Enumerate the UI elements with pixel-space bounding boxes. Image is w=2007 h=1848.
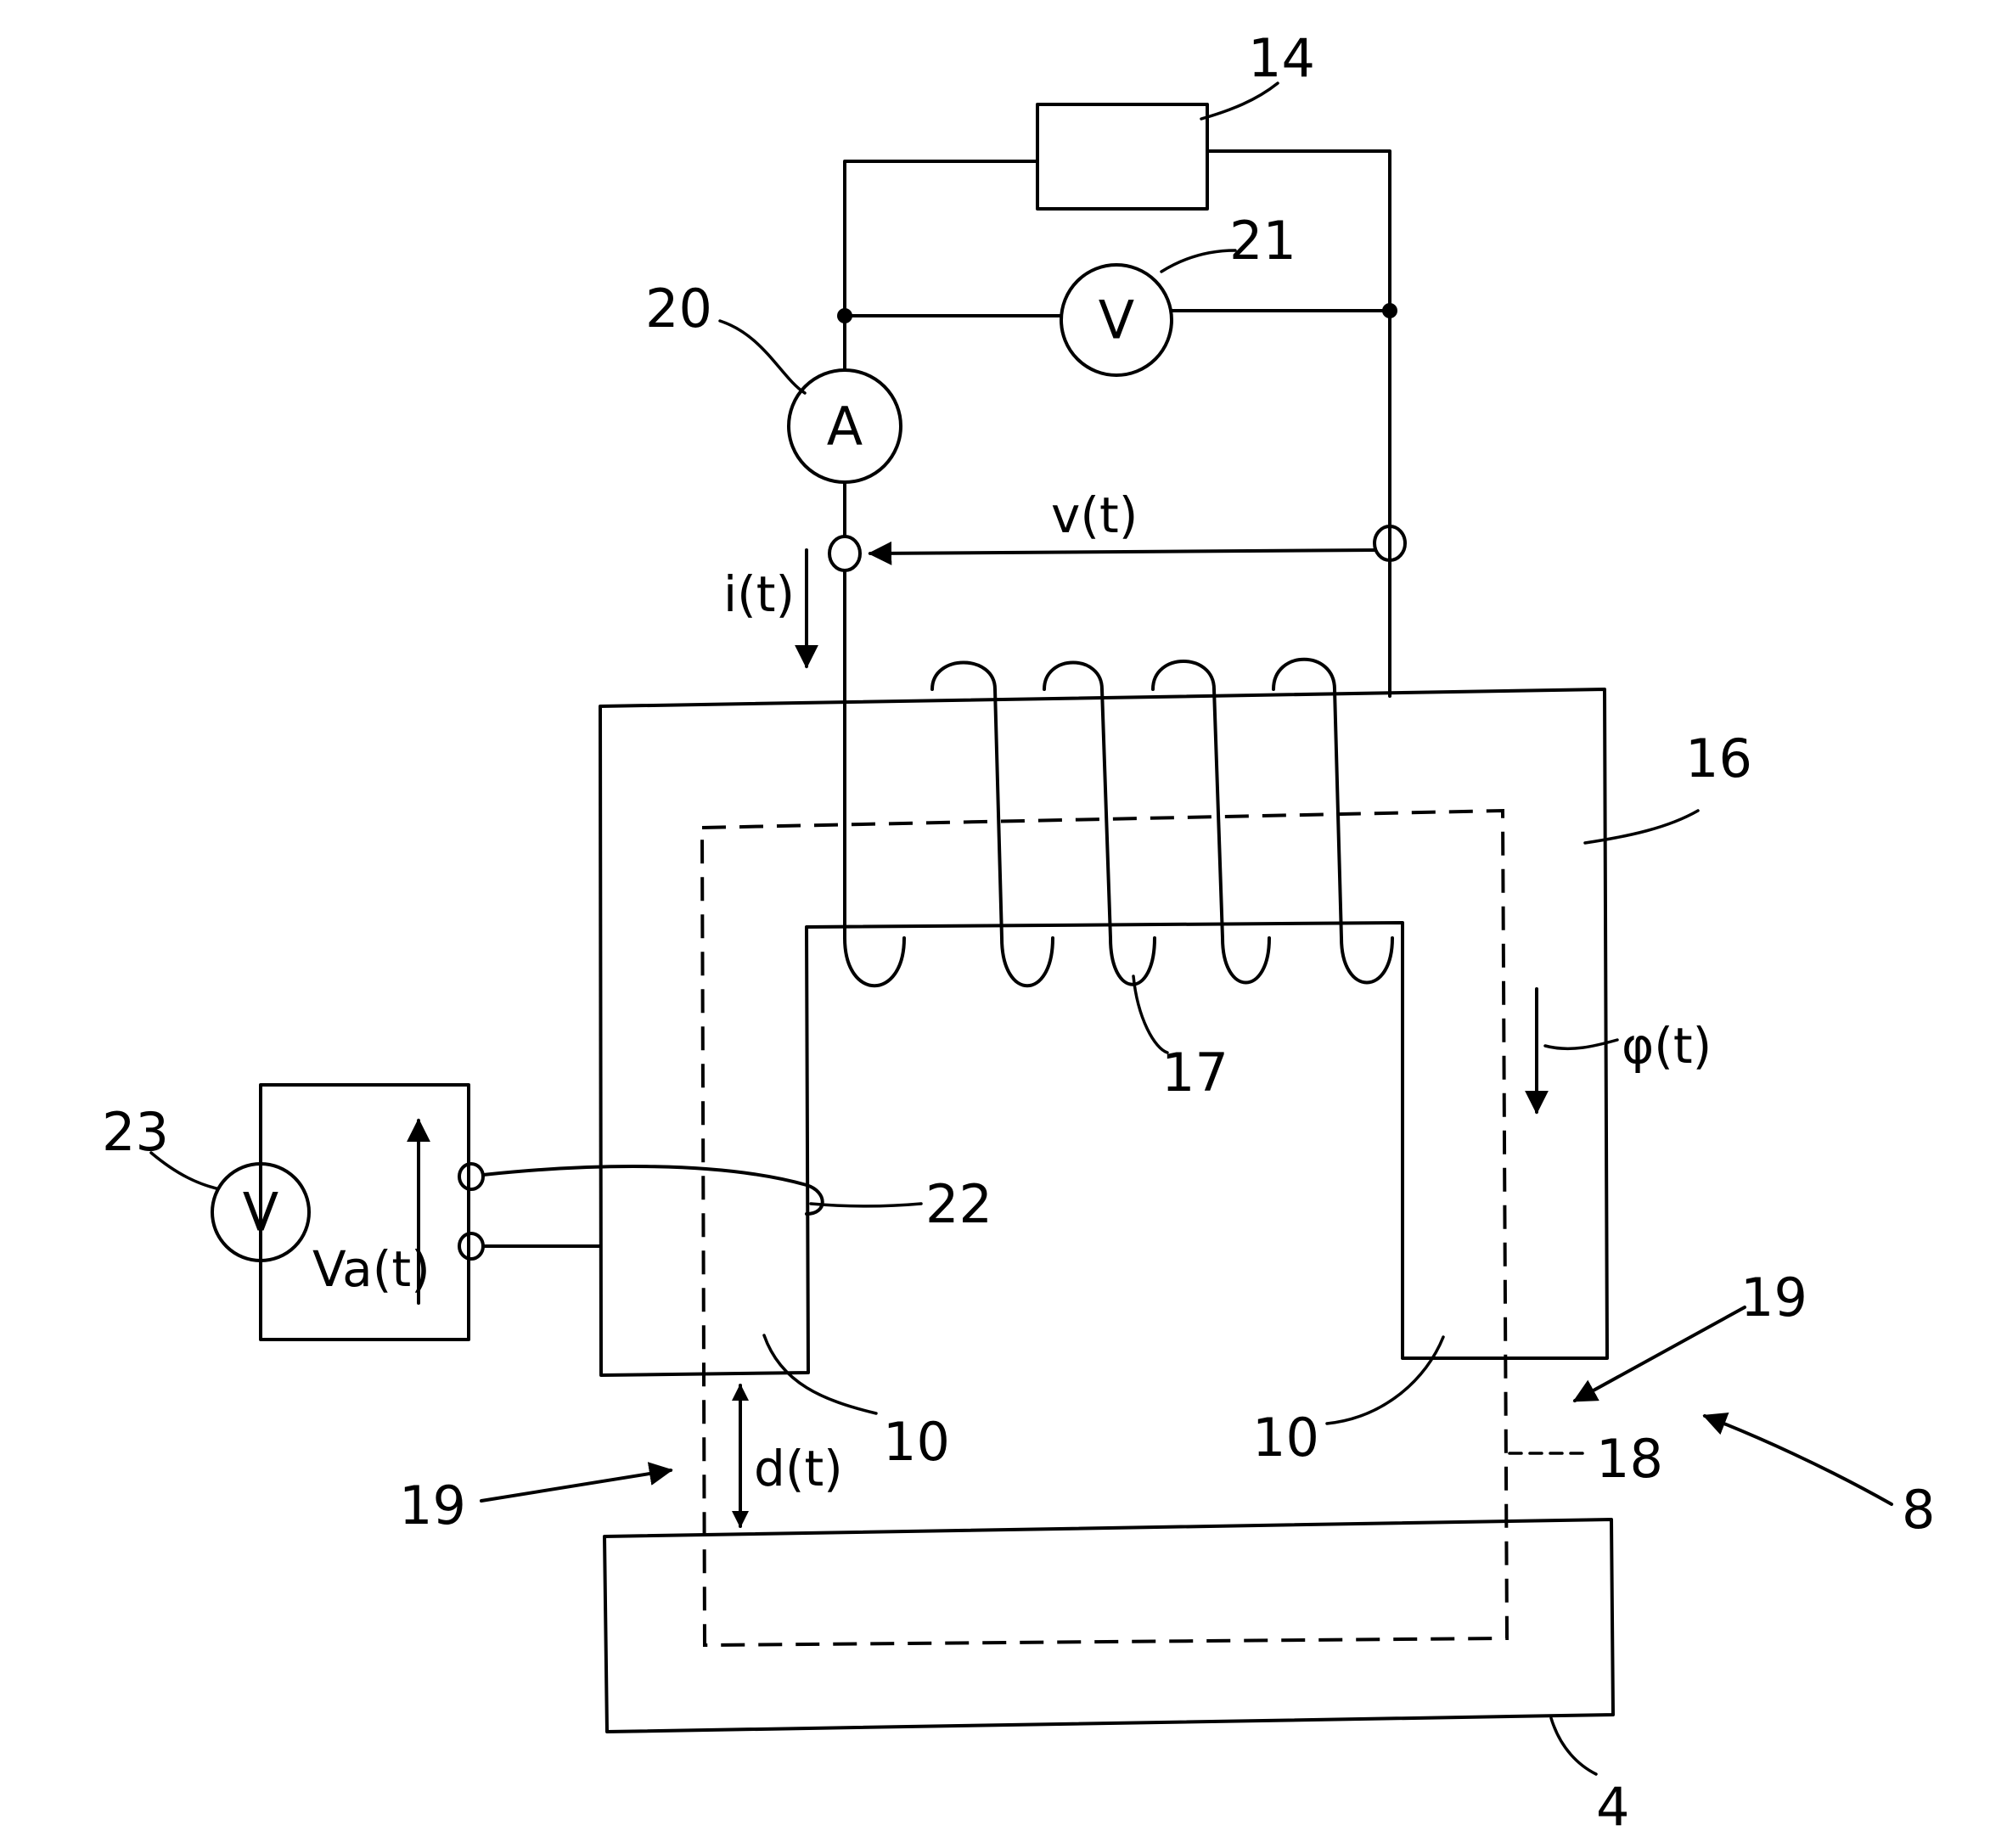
coil-turn-3 (1153, 661, 1223, 938)
core-16 (600, 689, 1607, 1375)
flux-label: φ(t) (1622, 1017, 1712, 1075)
ref-8-arrow (1705, 1416, 1892, 1504)
ref-10-left: 10 (883, 1411, 950, 1473)
ref-19-left: 19 (399, 1474, 466, 1536)
coil-bottom-loop-5 (1341, 938, 1392, 983)
ref-17: 17 (1161, 1042, 1228, 1104)
voltmeter-21-symbol: V (1099, 289, 1134, 351)
ref-4: 4 (1596, 1776, 1629, 1838)
wire-top-left (845, 161, 1037, 316)
junction-dot-right (1382, 303, 1397, 318)
ref-21-leader (1161, 250, 1235, 272)
ref-20: 20 (645, 278, 712, 340)
ammeter-20-symbol: A (827, 396, 863, 458)
terminal-left (829, 536, 860, 570)
sensor-terminal-top (459, 1164, 483, 1189)
ref-16-leader (1585, 811, 1698, 843)
ref-19-left-arrow (481, 1470, 671, 1501)
ref-8: 8 (1902, 1479, 1935, 1541)
sensor-circuit: V Va(t) (212, 1085, 921, 1340)
coil-turn-4 (1273, 660, 1341, 938)
air-gap-label: d(t) (754, 1440, 843, 1497)
ref-16: 16 (1685, 727, 1752, 789)
ref-10-right-leader (1327, 1337, 1443, 1424)
sensor-terminal-bottom (459, 1233, 483, 1259)
ref-20-leader (720, 321, 805, 393)
ref-22-leader (811, 1204, 921, 1206)
coil-bottom-loop-1 (845, 938, 904, 986)
ref-21: 21 (1229, 210, 1296, 272)
voltmeter-23-symbol: V (243, 1182, 278, 1244)
ref-4-leader (1551, 1718, 1596, 1774)
top-circuit: V A v(t) i(t) (723, 104, 1405, 938)
ref-10-right: 10 (1252, 1407, 1319, 1469)
ref-19-right: 19 (1740, 1267, 1807, 1328)
component-14-box (1037, 104, 1207, 209)
sensor-box (261, 1085, 469, 1340)
coil-bottom-loop-2 (1002, 938, 1053, 986)
voltage-arrow (870, 550, 1375, 553)
armature-4 (604, 1519, 1613, 1732)
coil-turn-2 (1044, 663, 1110, 939)
flux-path-18 (702, 811, 1507, 1645)
aux-voltage-label: Va(t) (312, 1240, 430, 1298)
voltage-label: v(t) (1051, 486, 1138, 544)
ref-18: 18 (1596, 1428, 1663, 1490)
ref-23: 23 (102, 1101, 169, 1163)
coil-bottom-loop-4 (1223, 938, 1269, 983)
current-label: i(t) (723, 565, 795, 623)
coil-turn-1 (932, 663, 1002, 939)
sensor-loop-22 (483, 1166, 823, 1214)
ref-22: 22 (925, 1173, 992, 1235)
ref-19-right-arrow (1575, 1307, 1745, 1401)
ref-14: 14 (1248, 27, 1315, 89)
